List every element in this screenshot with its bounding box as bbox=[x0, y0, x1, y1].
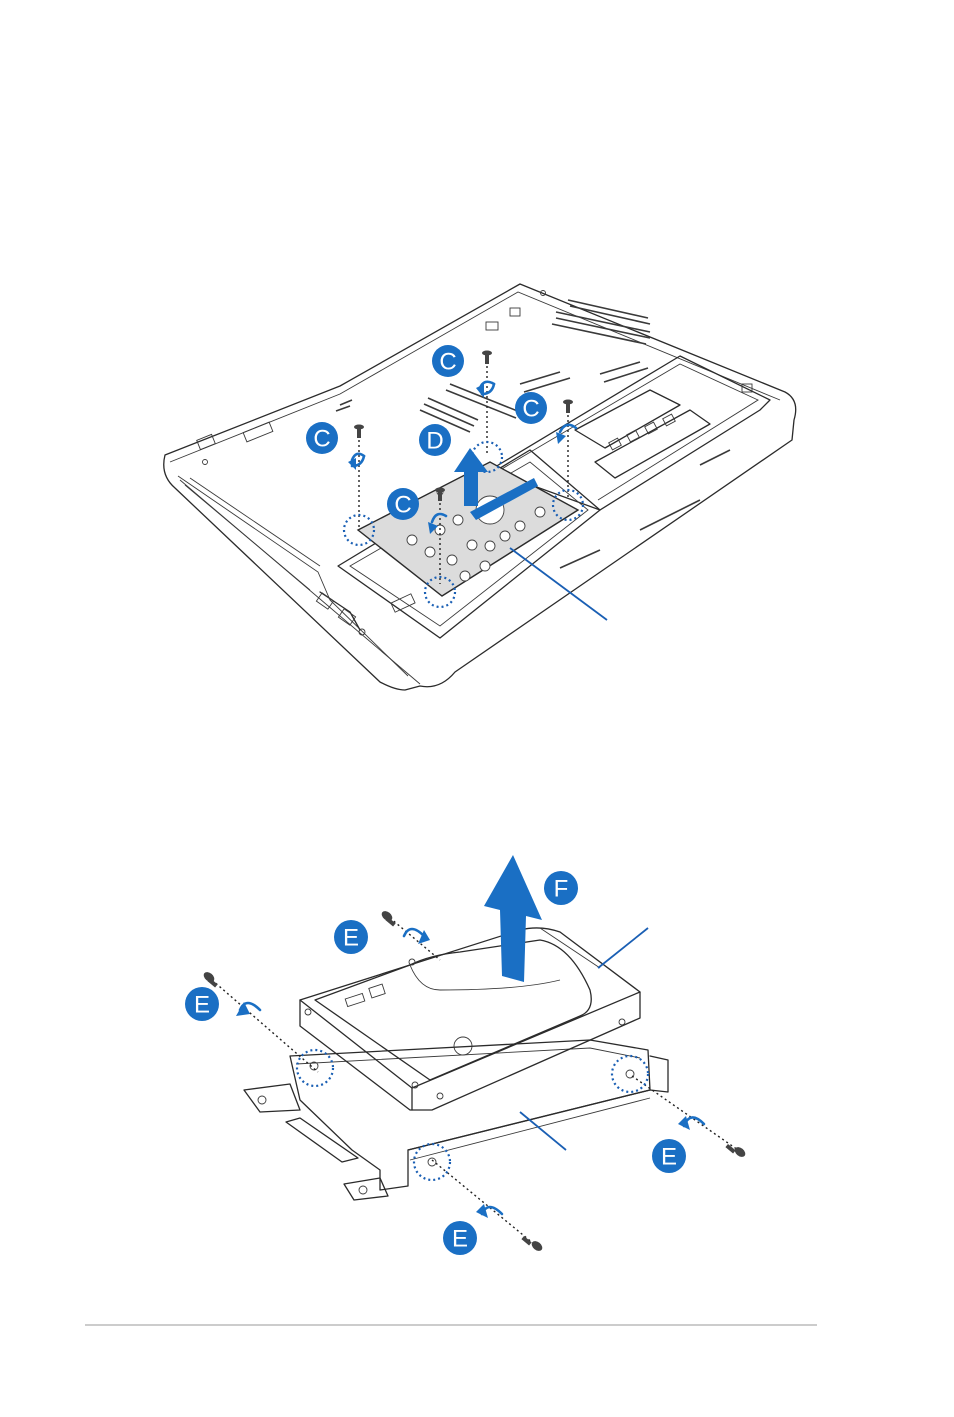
svg-text:C: C bbox=[313, 426, 330, 453]
screw-icon bbox=[380, 909, 396, 926]
step-badge-c: C bbox=[515, 392, 547, 424]
step-badge-d: D bbox=[419, 424, 451, 456]
hdd-bracket bbox=[244, 1040, 668, 1200]
laptop-bottom-illustration: C C C C D bbox=[164, 284, 796, 690]
screw-icon bbox=[521, 1236, 544, 1253]
svg-text:E: E bbox=[194, 992, 210, 1019]
hard-disk-drive bbox=[300, 928, 640, 1110]
screw-hole-marker bbox=[414, 1144, 450, 1180]
svg-text:E: E bbox=[343, 925, 359, 952]
bracket-callout-line bbox=[520, 1112, 566, 1150]
screw-icon bbox=[202, 970, 218, 987]
screw-hole-marker bbox=[297, 1050, 333, 1086]
screw-icon bbox=[563, 400, 573, 414]
vent-grille-lower bbox=[560, 450, 730, 568]
screw-icon bbox=[354, 425, 364, 439]
step-badge-c: C bbox=[306, 422, 338, 454]
screw-hole-marker bbox=[612, 1056, 648, 1092]
hdd-callout-line bbox=[598, 928, 648, 968]
rotate-arrow-icon bbox=[348, 454, 364, 470]
step-badge-e: E bbox=[334, 920, 368, 954]
rotate-arrow-icon bbox=[678, 1116, 704, 1130]
step-badge-c: C bbox=[432, 345, 464, 377]
svg-text:C: C bbox=[394, 492, 411, 519]
lift-arrow-icon bbox=[484, 855, 542, 982]
hdd-callout-line bbox=[510, 548, 607, 620]
svg-text:C: C bbox=[522, 396, 539, 423]
svg-text:C: C bbox=[439, 349, 456, 376]
step-badge-c: C bbox=[387, 488, 419, 520]
step-badge-e: E bbox=[652, 1139, 686, 1173]
step-badge-e: E bbox=[443, 1221, 477, 1255]
rotate-arrow-icon bbox=[476, 1204, 502, 1218]
rotate-arrow-icon bbox=[404, 929, 430, 944]
hdd-bracket-illustration: F E E E E bbox=[185, 855, 747, 1255]
step-badge-f: F bbox=[544, 871, 578, 905]
screw-icon bbox=[725, 1144, 747, 1159]
step-badge-e: E bbox=[185, 987, 219, 1021]
svg-text:E: E bbox=[661, 1144, 677, 1171]
ram-module bbox=[575, 390, 710, 478]
vent-grille-middle bbox=[336, 362, 648, 432]
vent-grille-upper bbox=[552, 300, 650, 344]
svg-text:E: E bbox=[452, 1226, 468, 1253]
screw-icon bbox=[482, 351, 492, 365]
rotate-arrow-icon bbox=[556, 425, 576, 444]
svg-text:F: F bbox=[554, 876, 569, 903]
svg-text:D: D bbox=[426, 428, 443, 455]
